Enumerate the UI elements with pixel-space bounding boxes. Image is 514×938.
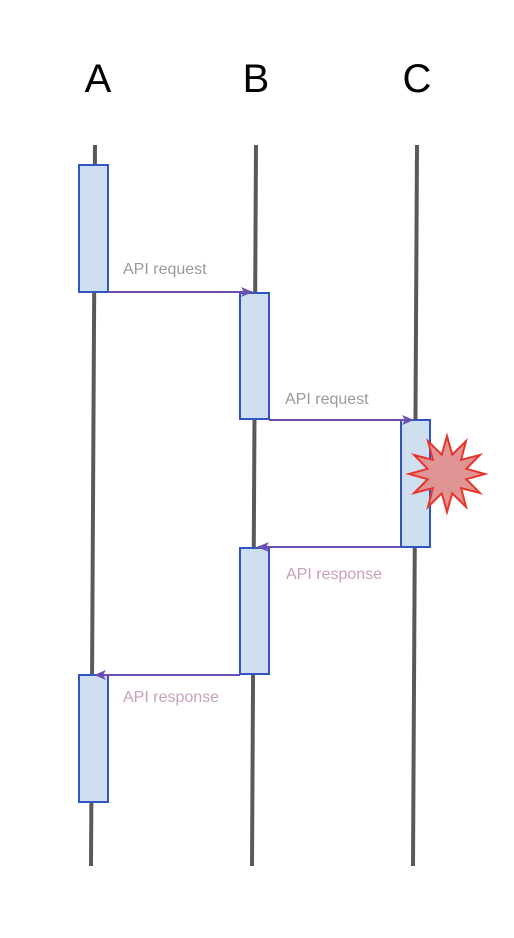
activation-box-b-1 (239, 292, 270, 420)
message-label-b-to-c: API request (285, 391, 369, 408)
message-label-b-to-a: API response (123, 689, 219, 706)
activation-box-a-2 (78, 674, 109, 803)
participant-c-label: C (403, 57, 432, 101)
participant-a-label: A (85, 57, 112, 101)
lifeline-b (250, 144, 258, 867)
activation-box-b-2 (239, 547, 270, 675)
message-label-c-to-b: API response (286, 566, 382, 583)
activation-box-a-1 (78, 164, 109, 293)
explosion-burst-icon (405, 432, 489, 516)
participant-b-label: B (243, 57, 270, 101)
message-label-a-to-b: API request (123, 261, 207, 278)
